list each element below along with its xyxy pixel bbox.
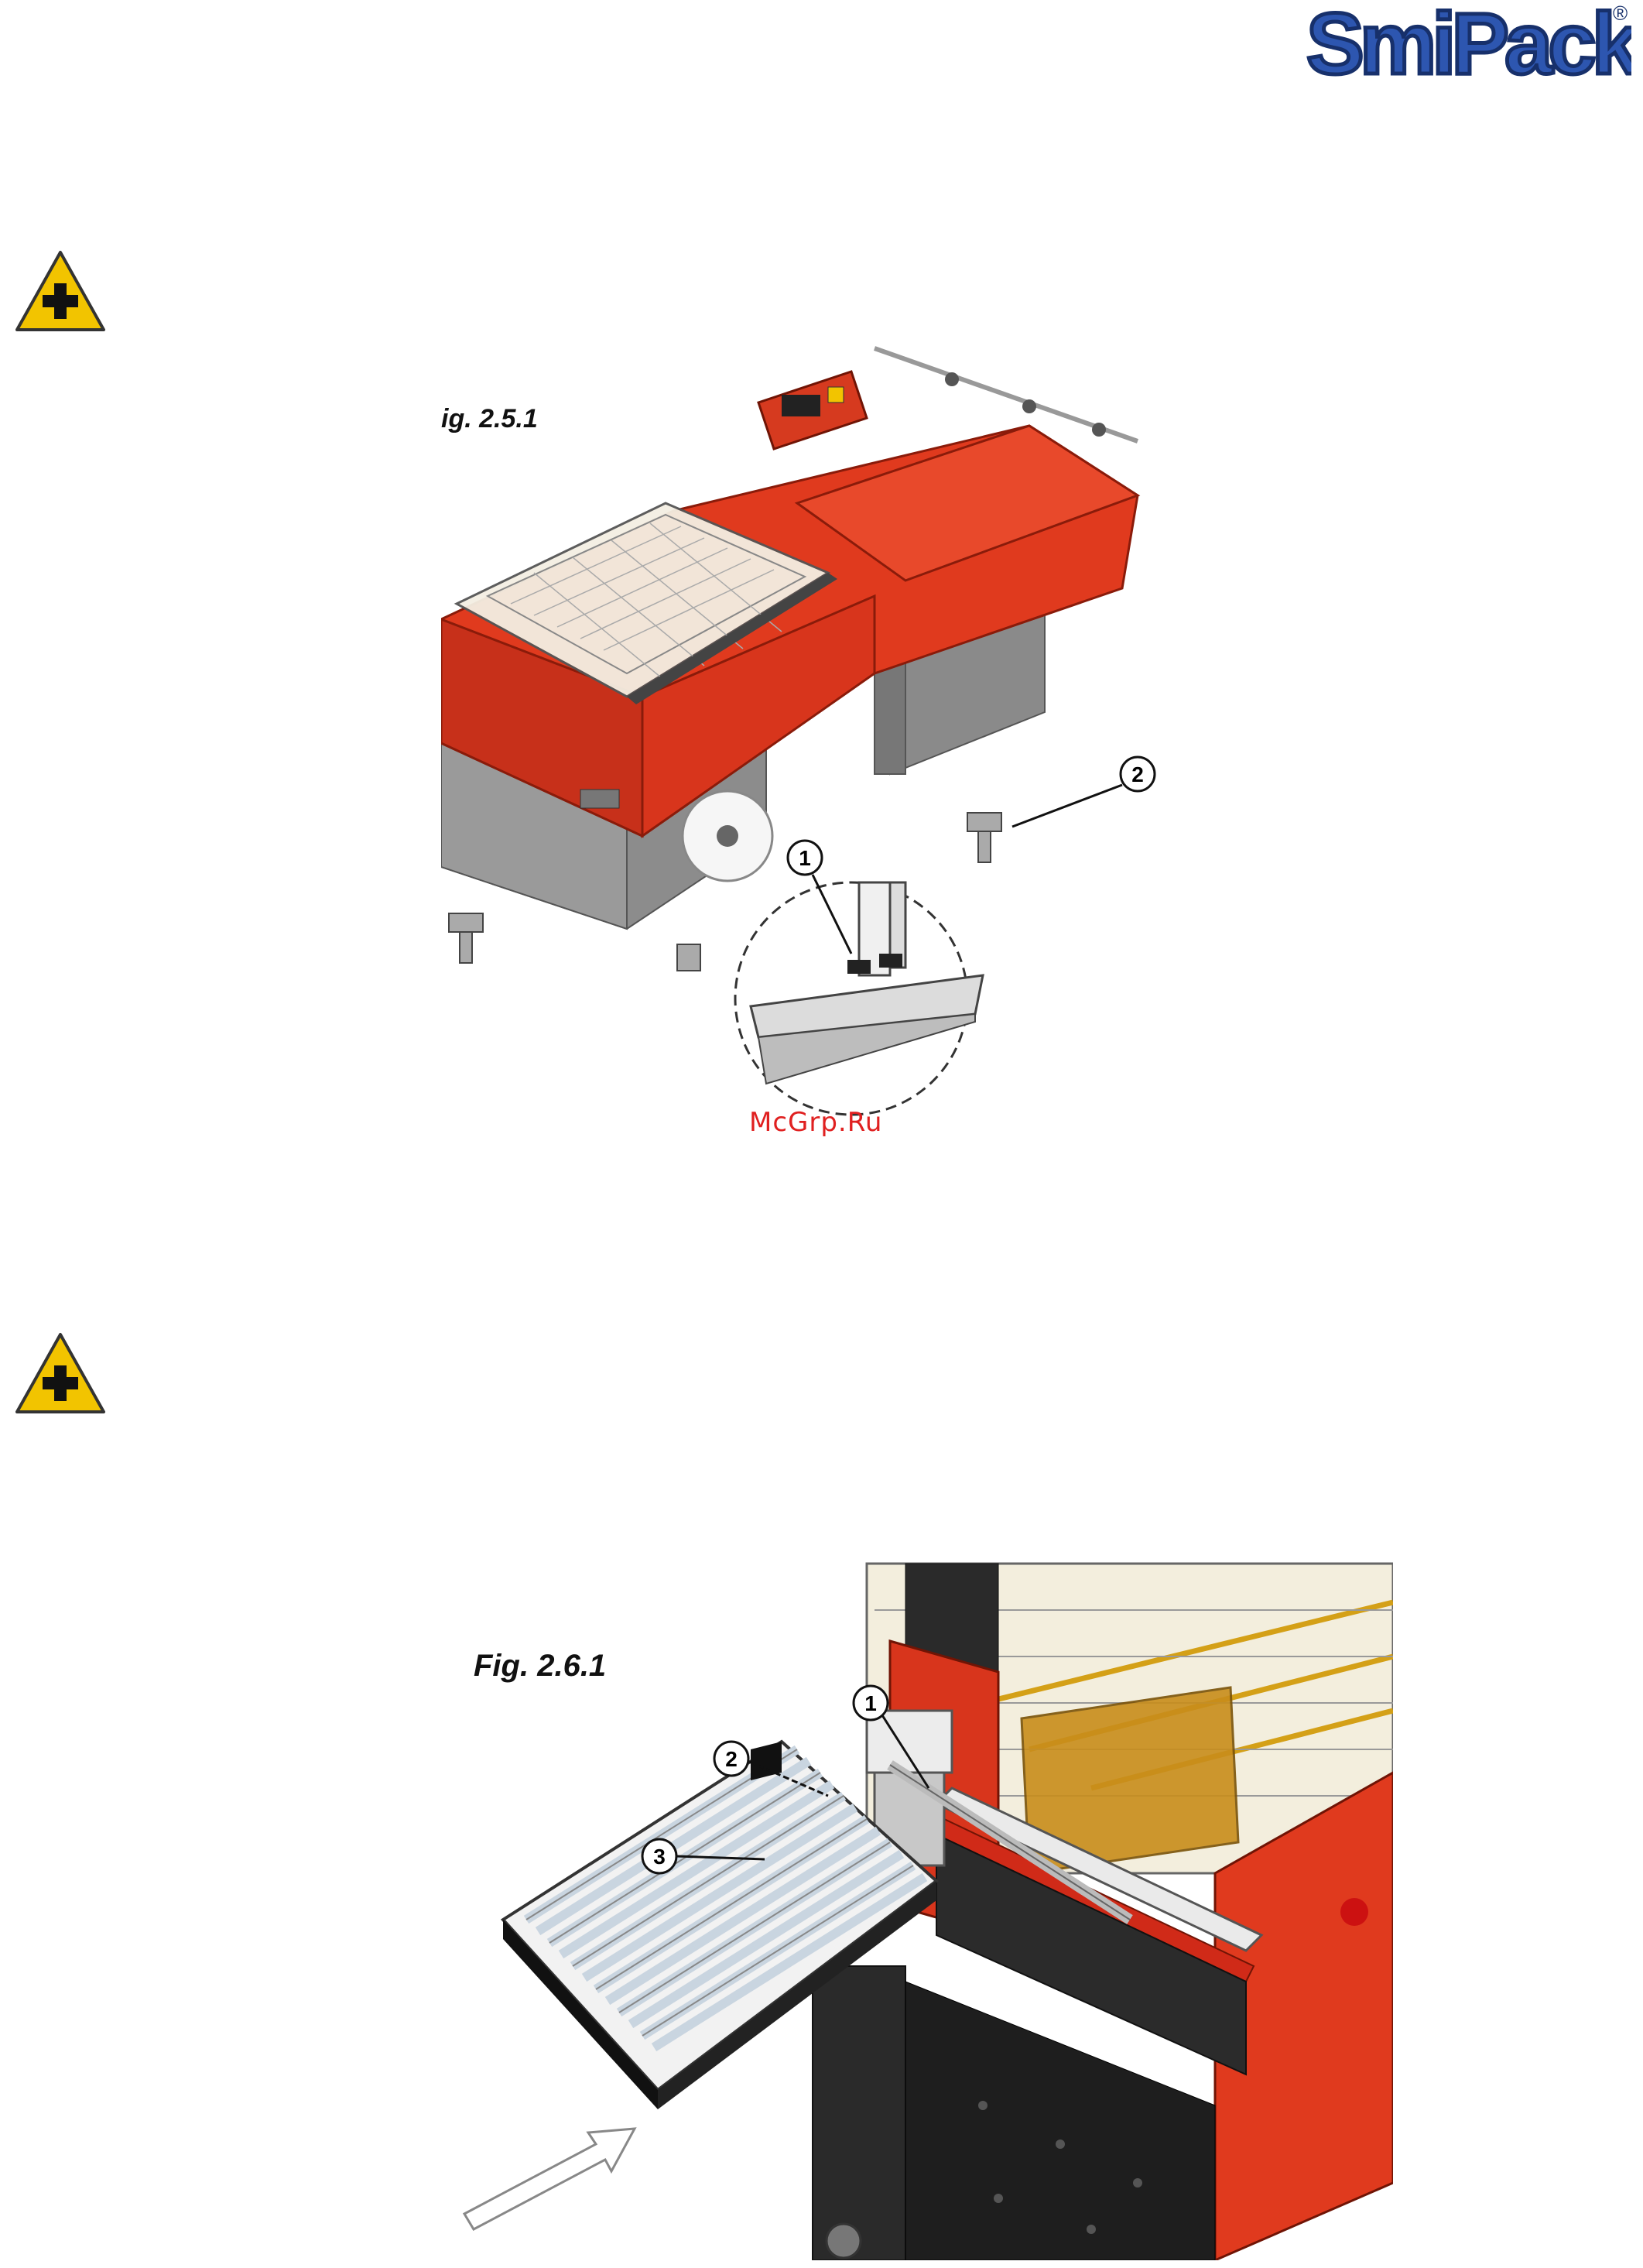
- callout-2: 2: [725, 1747, 738, 1771]
- figure-2-6-1: 1 2 3 Fig. 2.6.1: [441, 1517, 1393, 2260]
- figure-2-5-1: 1 2 ig. 2.5.1 McGrp.Ru: [441, 341, 1169, 1146]
- callout-1: 1: [799, 846, 811, 870]
- figure-caption: ig. 2.5.1: [441, 404, 538, 434]
- smipack-logo: SmiPack ®: [1306, 0, 1631, 85]
- warning-plus-icon: [14, 1331, 107, 1417]
- callout-2: 2: [1131, 762, 1144, 786]
- warning-plus-icon: [14, 249, 107, 334]
- watermark: McGrp.Ru: [749, 1107, 882, 1138]
- callout-1: 1: [864, 1691, 877, 1715]
- logo-registered-mark: ®: [1613, 2, 1628, 25]
- logo-wordmark: SmiPack: [1306, 0, 1631, 85]
- callout-3: 3: [653, 1845, 666, 1869]
- figure-caption: Fig. 2.6.1: [474, 1649, 606, 1684]
